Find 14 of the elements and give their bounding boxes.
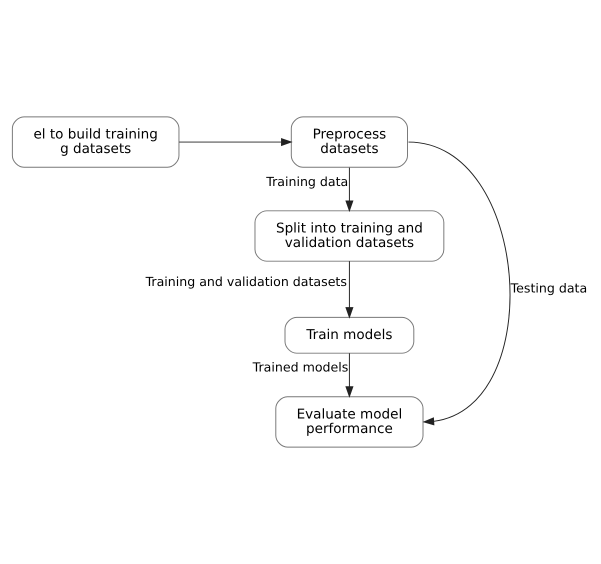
node-box: Split into training and validation datasets xyxy=(254,210,444,262)
edge-label: Training data xyxy=(266,174,348,189)
edge-label: Trained models xyxy=(252,359,348,374)
node-box: el to build training g datasets xyxy=(12,116,180,168)
edge-label: Training and validation datasets xyxy=(146,274,347,289)
edge-label: Testing data xyxy=(510,280,588,296)
node-box: Evaluate model performance xyxy=(275,396,424,448)
arrow xyxy=(178,138,293,146)
node-box: Preprocess datasets xyxy=(290,116,408,168)
arrow xyxy=(345,167,354,212)
arrow xyxy=(345,260,354,319)
arrow xyxy=(408,142,510,426)
node-box: Train models xyxy=(284,316,414,354)
arrow xyxy=(345,352,354,398)
